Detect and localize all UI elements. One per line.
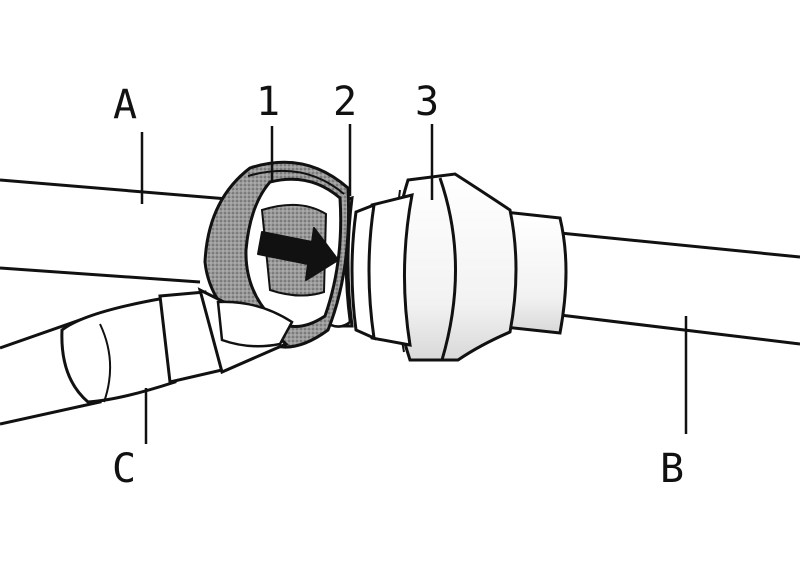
connector-body [350, 172, 568, 362]
label-a: A [113, 82, 137, 128]
leader-lines [140, 124, 688, 444]
pipe-a [0, 178, 241, 284]
label-c: C [112, 446, 136, 492]
pipe-b [559, 231, 800, 346]
push-arrow [257, 227, 339, 281]
label-3: 3 [415, 79, 439, 125]
label-2: 2 [333, 79, 357, 125]
pipe-c [0, 287, 294, 426]
label-1: 1 [256, 79, 280, 125]
label-b: B [660, 446, 684, 492]
